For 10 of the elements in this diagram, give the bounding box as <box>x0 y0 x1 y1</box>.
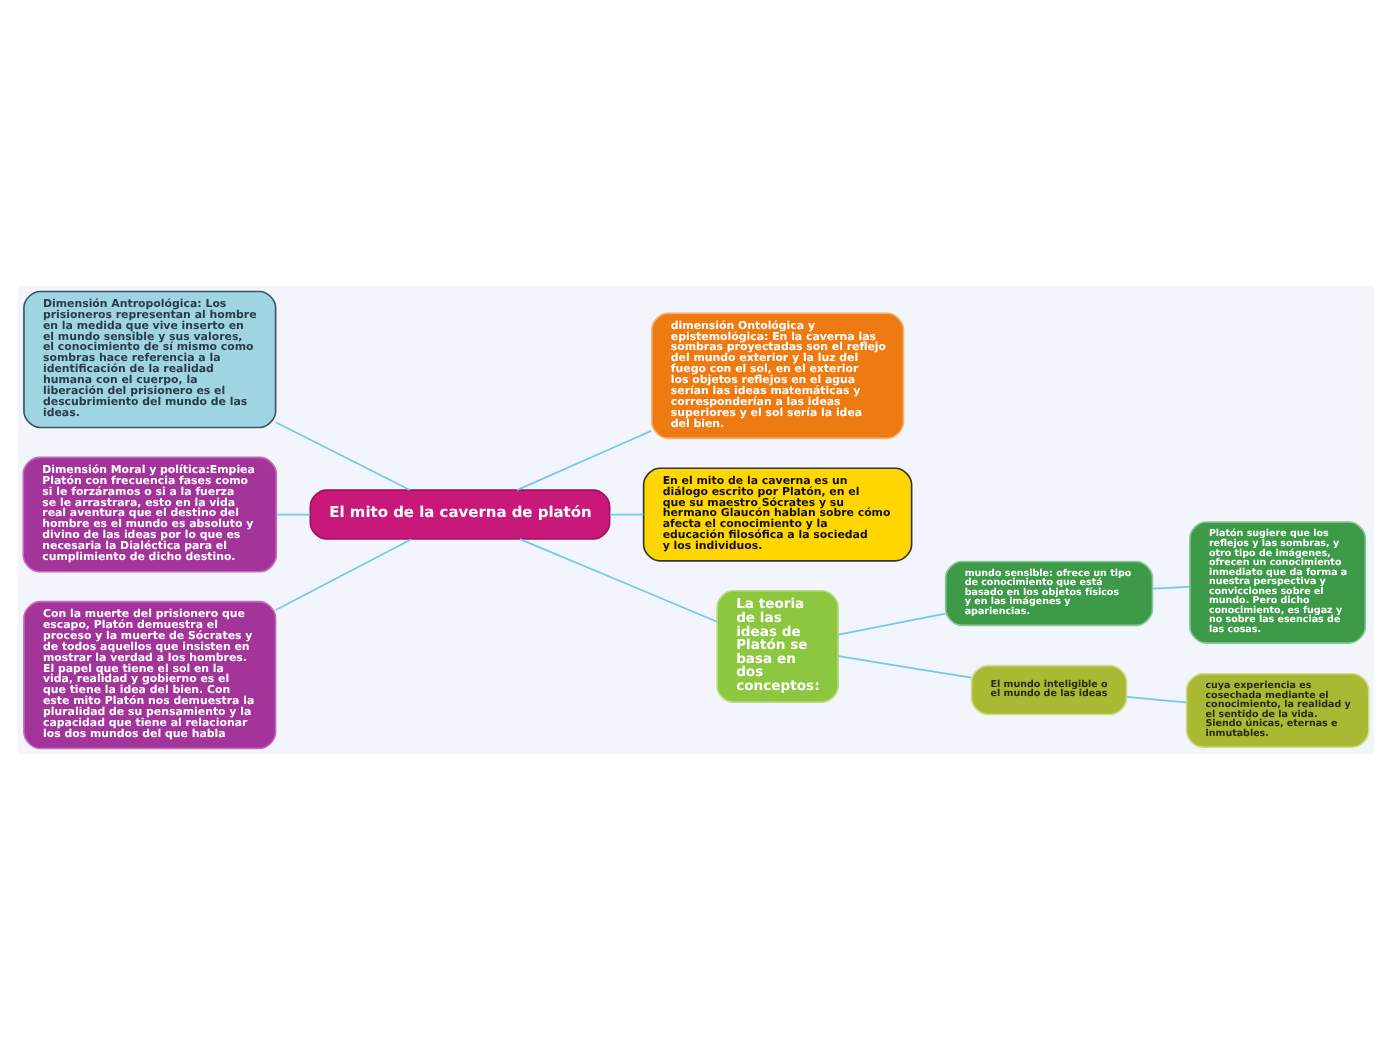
connector <box>518 538 718 623</box>
connector <box>609 513 645 516</box>
connector <box>837 655 973 679</box>
connector <box>1125 696 1188 704</box>
connector <box>275 513 311 516</box>
connector <box>1151 585 1191 590</box>
connector <box>837 612 947 636</box>
connector <box>516 429 653 491</box>
connector <box>274 421 411 491</box>
connector <box>274 538 413 611</box>
